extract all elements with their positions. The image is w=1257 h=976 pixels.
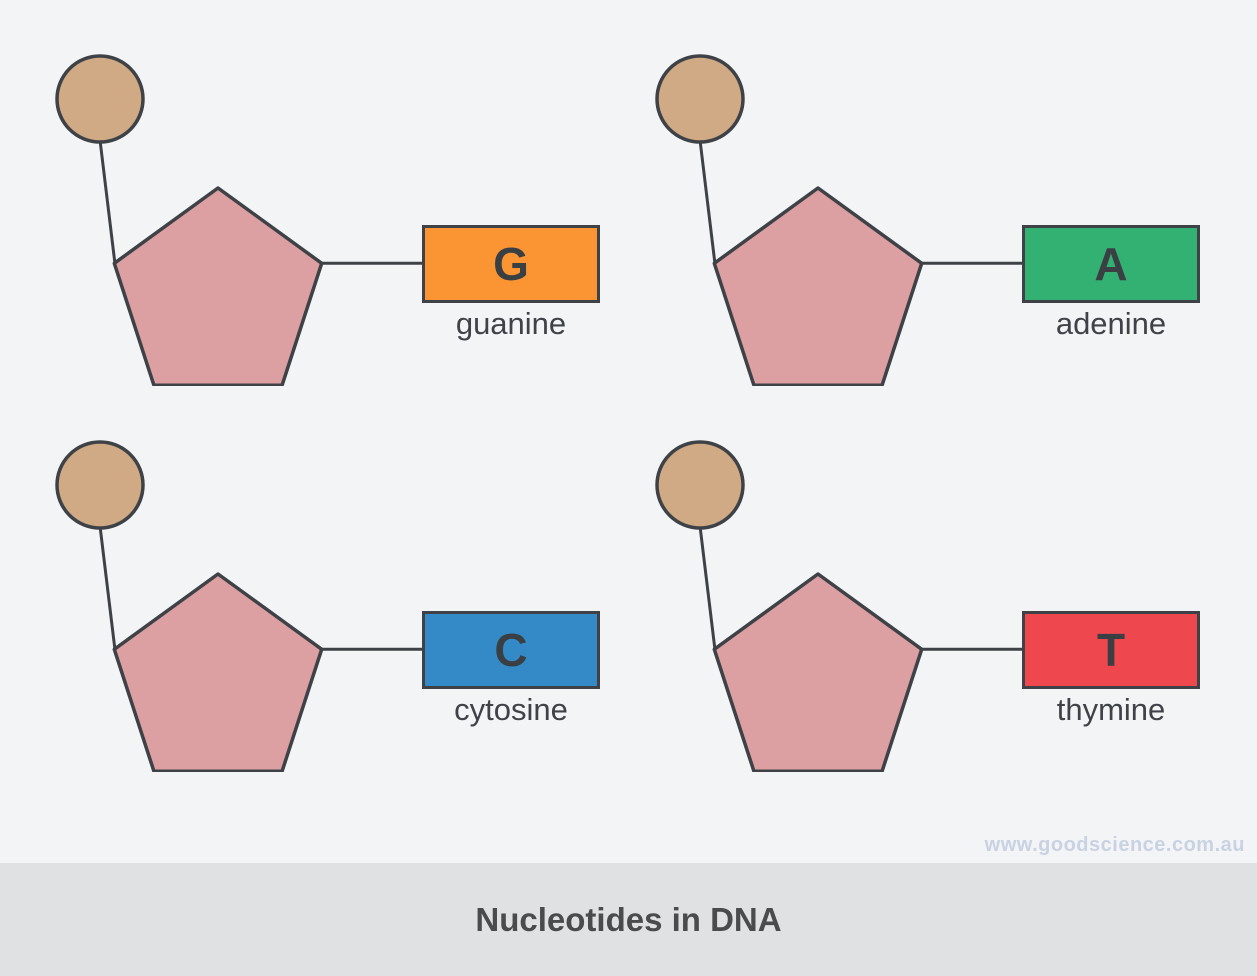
nucleotide-unit-adenine: A adenine <box>600 0 1200 386</box>
phosphate-circle <box>655 54 745 144</box>
base-letter: A <box>1094 238 1128 290</box>
sugar-pentagon <box>712 186 924 386</box>
base-box-cytosine: C <box>422 611 600 689</box>
nucleotide-shapes <box>55 54 428 386</box>
sugar-pentagon <box>112 572 324 772</box>
nucleotide-unit-guanine: G guanine <box>0 0 600 386</box>
base-box-adenine: A <box>1022 225 1200 303</box>
base-box-guanine: G <box>422 225 600 303</box>
base-letter: T <box>1096 624 1126 676</box>
phosphate-circle <box>55 440 145 530</box>
nucleotide-shapes <box>655 54 1028 386</box>
base-label: cytosine <box>454 692 568 727</box>
base-letter: C <box>494 624 528 676</box>
phosphate-circle <box>55 54 145 144</box>
phosphate-circle <box>655 440 745 530</box>
base-letter: G <box>493 238 529 290</box>
phosphate-sugar-bond-line <box>698 139 717 265</box>
phosphate-sugar-bond-line <box>98 139 117 265</box>
page-title: Nucleotides in DNA <box>475 900 782 938</box>
nucleotide-unit-cytosine: C cytosine <box>0 386 600 772</box>
base-label: thymine <box>1056 692 1166 727</box>
base-label: adenine <box>1055 306 1167 341</box>
base-label: guanine <box>455 306 567 341</box>
watermark-text: www.goodscience.com.au <box>984 834 1245 856</box>
nucleotide-unit-thymine: T thymine <box>600 386 1200 772</box>
phosphate-sugar-bond-line <box>98 525 117 651</box>
footer-band: Nucleotides in DNA <box>0 863 1257 976</box>
sugar-pentagon <box>112 186 324 386</box>
phosphate-sugar-bond-line <box>698 525 717 651</box>
nucleotide-shapes <box>55 440 428 772</box>
sugar-pentagon <box>712 572 924 772</box>
nucleotide-shapes <box>655 440 1028 772</box>
base-box-thymine: T <box>1022 611 1200 689</box>
